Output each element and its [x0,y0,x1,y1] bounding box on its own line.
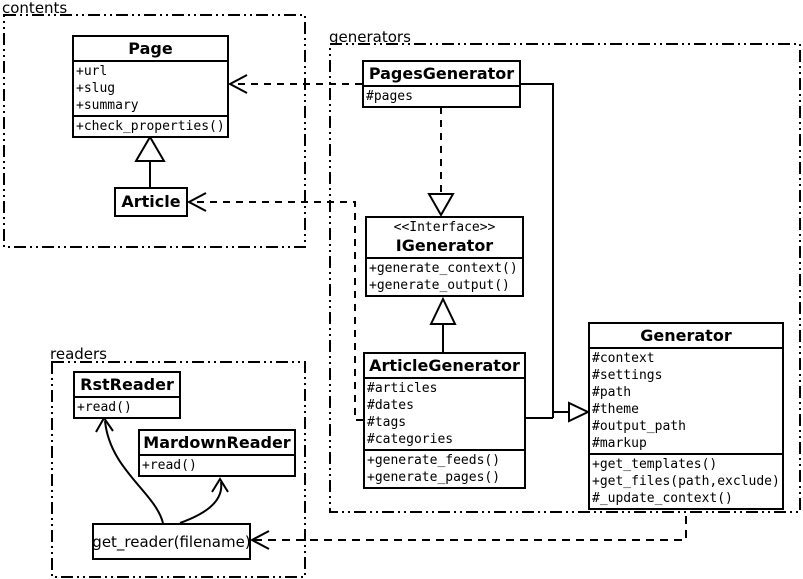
edge-article-to-page-generalization [134,135,166,187]
class-igenerator-methods: +generate_context() +generate_output() [367,257,522,295]
attribute: #context [592,351,655,366]
method: +get_templates() [592,457,718,472]
class-page-title: Page [128,39,173,58]
class-article: Article [114,187,188,217]
method: +generate_feeds() [367,453,501,468]
function-get-reader: get_reader(filename) [92,523,251,560]
edge-articlegenerator-to-article-dependency [186,192,363,421]
package-contents-border [3,14,306,248]
class-rstreader: RstReader +read() [73,371,181,419]
class-generator-attributes: #context #settings #path #theme #output_… [590,347,782,453]
class-article-title: Article [121,192,181,211]
class-articlegenerator-methods: +generate_feeds() +generate_pages() [365,449,524,487]
class-page: Page +url +slug +summary +check_properti… [72,35,229,138]
class-rstreader-title: RstReader [80,375,174,394]
method: +generate_output() [369,278,510,293]
package-contents-label: contents [2,0,68,17]
class-mardownreader-title: MardownReader [143,433,291,452]
method: +read() [77,400,132,415]
class-articlegenerator-attributes: #articles #dates #tags #categories [365,377,524,449]
edge-generator-to-getreader-dependency [249,502,687,550]
attribute: +url [76,64,108,79]
class-igenerator-title: IGenerator [395,236,494,255]
class-mardownreader: MardownReader +read() [138,429,296,477]
class-igenerator: <<Interface>> IGenerator +generate_conte… [365,216,524,297]
class-page-methods: +check_properties() [74,115,227,136]
method: +generate_pages() [367,470,501,485]
class-mardownreader-methods: +read() [140,454,294,475]
package-generators-label: generators [329,28,411,46]
class-generator-title: Generator [640,326,732,345]
class-articlegenerator-title: ArticleGenerator [369,356,520,375]
attribute: #output_path [592,419,686,434]
class-generator-methods: +get_templates() +get_files(path,exclude… [590,453,782,508]
edge-getreader-to-mardownreader [179,477,229,524]
edge-articlegenerator-to-igenerator-generalization [429,296,457,352]
method: #_update_context() [592,491,733,506]
edge-pagesgenerator-to-page-dependency [227,74,362,94]
attribute: #tags [367,415,407,430]
attribute: #theme [592,402,639,417]
edge-generators-to-generator-generalization [520,83,591,423]
attribute: #dates [367,398,414,413]
class-generator: Generator #context #settings #path #them… [588,322,784,510]
attribute: +summary [76,98,139,113]
class-pagesgenerator: PagesGenerator #pages [362,60,521,108]
attribute: +slug [76,81,116,96]
class-igenerator-stereotype: <<Interface>> [393,220,496,235]
edge-pagesgenerator-to-igenerator-realization [427,107,455,218]
class-pagesgenerator-attributes: #pages [364,85,519,106]
package-readers-border [51,361,306,578]
attribute: #settings [592,368,663,383]
class-rstreader-methods: +read() [75,396,179,417]
method: +get_files(path,exclude) [592,474,780,489]
package-readers-label: readers [50,345,107,363]
attribute: #markup [592,436,647,451]
class-articlegenerator: ArticleGenerator #articles #dates #tags … [363,352,526,489]
attribute: #categories [367,432,454,447]
attribute: #articles [367,381,438,396]
class-igenerator-header: <<Interface>> IGenerator [367,218,522,257]
attribute: #pages [366,89,413,104]
method: +read() [142,458,197,473]
method: +generate_context() [369,261,518,276]
method: +check_properties() [76,119,225,134]
attribute: #path [592,385,632,400]
class-page-attributes: +url +slug +summary [74,60,227,115]
package-generators-border [329,43,801,513]
class-pagesgenerator-title: PagesGenerator [368,64,515,83]
function-get-reader-label: get_reader(filename) [92,532,251,551]
